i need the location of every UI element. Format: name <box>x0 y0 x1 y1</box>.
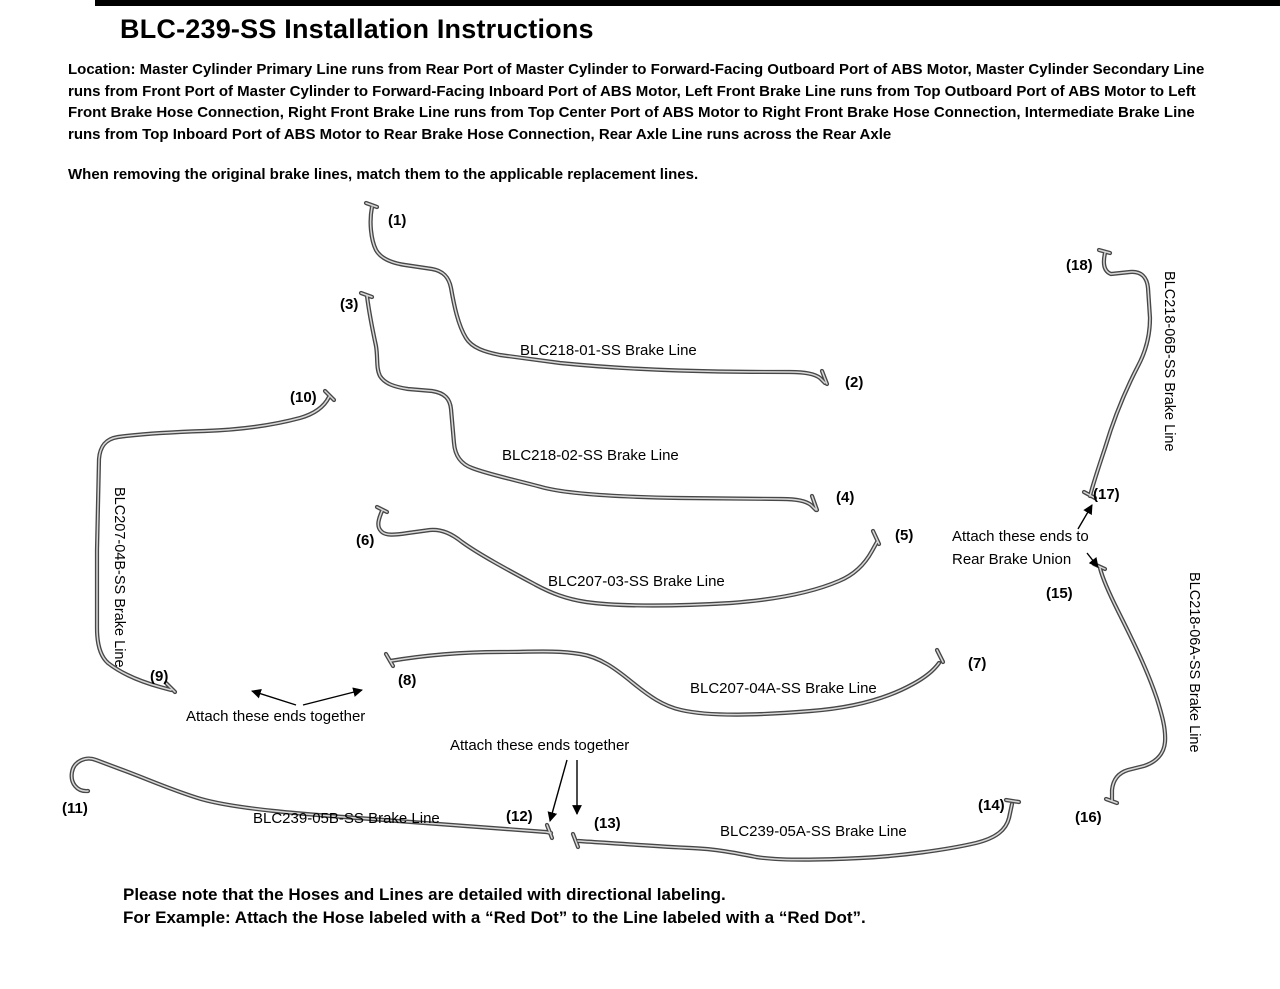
line-label-blc218-02: BLC218-02-SS Brake Line <box>502 447 679 464</box>
callout-10: (10) <box>290 389 317 406</box>
callout-15: (15) <box>1046 585 1073 602</box>
brake-line-blc207-04b <box>97 391 334 692</box>
callout-13: (13) <box>594 815 621 832</box>
callout-5: (5) <box>895 527 914 544</box>
blc218-02-tube-outline <box>361 293 817 510</box>
callout-18: (18) <box>1066 257 1093 274</box>
attach-left-arrow-to-8 <box>302 687 363 706</box>
callout-1: (1) <box>388 212 407 229</box>
blc218-06b-tube-outline <box>1084 250 1150 498</box>
footer-note-1: Please note that the Hoses and Lines are… <box>123 885 726 904</box>
blc218-06b-tube-core <box>1083 249 1151 499</box>
callout-6: (6) <box>356 532 375 549</box>
callout-8: (8) <box>398 672 417 689</box>
page-title: BLC-239-SS Installation Instructions <box>120 14 594 44</box>
line-label-blc239-05b: BLC239-05B-SS Brake Line <box>253 810 440 827</box>
annotation-union-line1: Attach these ends to <box>952 528 1089 545</box>
annotation-attach-mid: Attach these ends together <box>450 737 630 754</box>
callout-9: (9) <box>150 668 169 685</box>
line-label-blc207-03: BLC207-03-SS Brake Line <box>548 573 725 590</box>
blc207-03-tube-outline <box>377 507 879 606</box>
attach-left-arrow-to-9 <box>251 689 297 706</box>
brake-line-blc218-02 <box>361 293 817 510</box>
location-paragraph: Location: Master Cylinder Primary Line r… <box>68 61 1205 143</box>
annotation-attach-left: Attach these ends together <box>186 708 366 725</box>
callout-2: (2) <box>845 374 864 391</box>
brake-line-blc218-06b <box>1084 250 1150 498</box>
top-edge-bar <box>95 0 1280 6</box>
callout-14: (14) <box>978 797 1005 814</box>
line-label-blc218-06b: BLC218-06B-SS Brake Line <box>1161 271 1177 452</box>
footer-note-2: For Example: Attach the Hose labeled wit… <box>123 908 866 927</box>
line-label-blc218-01: BLC218-01-SS Brake Line <box>520 342 697 359</box>
callout-11: (11) <box>62 800 88 817</box>
attach-mid-arrow-to-12 <box>547 759 568 822</box>
callout-12: (12) <box>506 808 533 825</box>
annotation-union-line2: Rear Brake Union <box>952 551 1072 568</box>
callout-7: (7) <box>968 655 987 672</box>
brake-line-blc207-03 <box>377 507 879 606</box>
line-label-blc218-06a: BLC218-06A-SS Brake Line <box>1186 572 1202 753</box>
callout-16: (16) <box>1075 809 1102 826</box>
union-arrow-to-15 <box>1086 552 1099 568</box>
callout-3: (3) <box>340 296 359 313</box>
line-label-blc239-05a: BLC239-05A-SS Brake Line <box>720 823 907 840</box>
blc207-04b-tube-outline <box>97 391 334 692</box>
blc218-02-tube-core <box>360 292 818 511</box>
line-label-blc207-04a: BLC207-04A-SS Brake Line <box>690 680 877 697</box>
blc218-06a-tube-outline <box>1094 564 1165 803</box>
brake-line-blc218-06a <box>1094 564 1165 803</box>
union-arrow-to-17 <box>1077 504 1093 530</box>
line-label-blc207-04b: BLC207-04B-SS Brake Line <box>111 487 127 668</box>
callout-4: (4) <box>836 489 855 506</box>
match-note: When removing the original brake lines, … <box>68 166 699 183</box>
callout-17: (17) <box>1093 486 1120 503</box>
blc218-06a-tube-core <box>1093 563 1166 804</box>
